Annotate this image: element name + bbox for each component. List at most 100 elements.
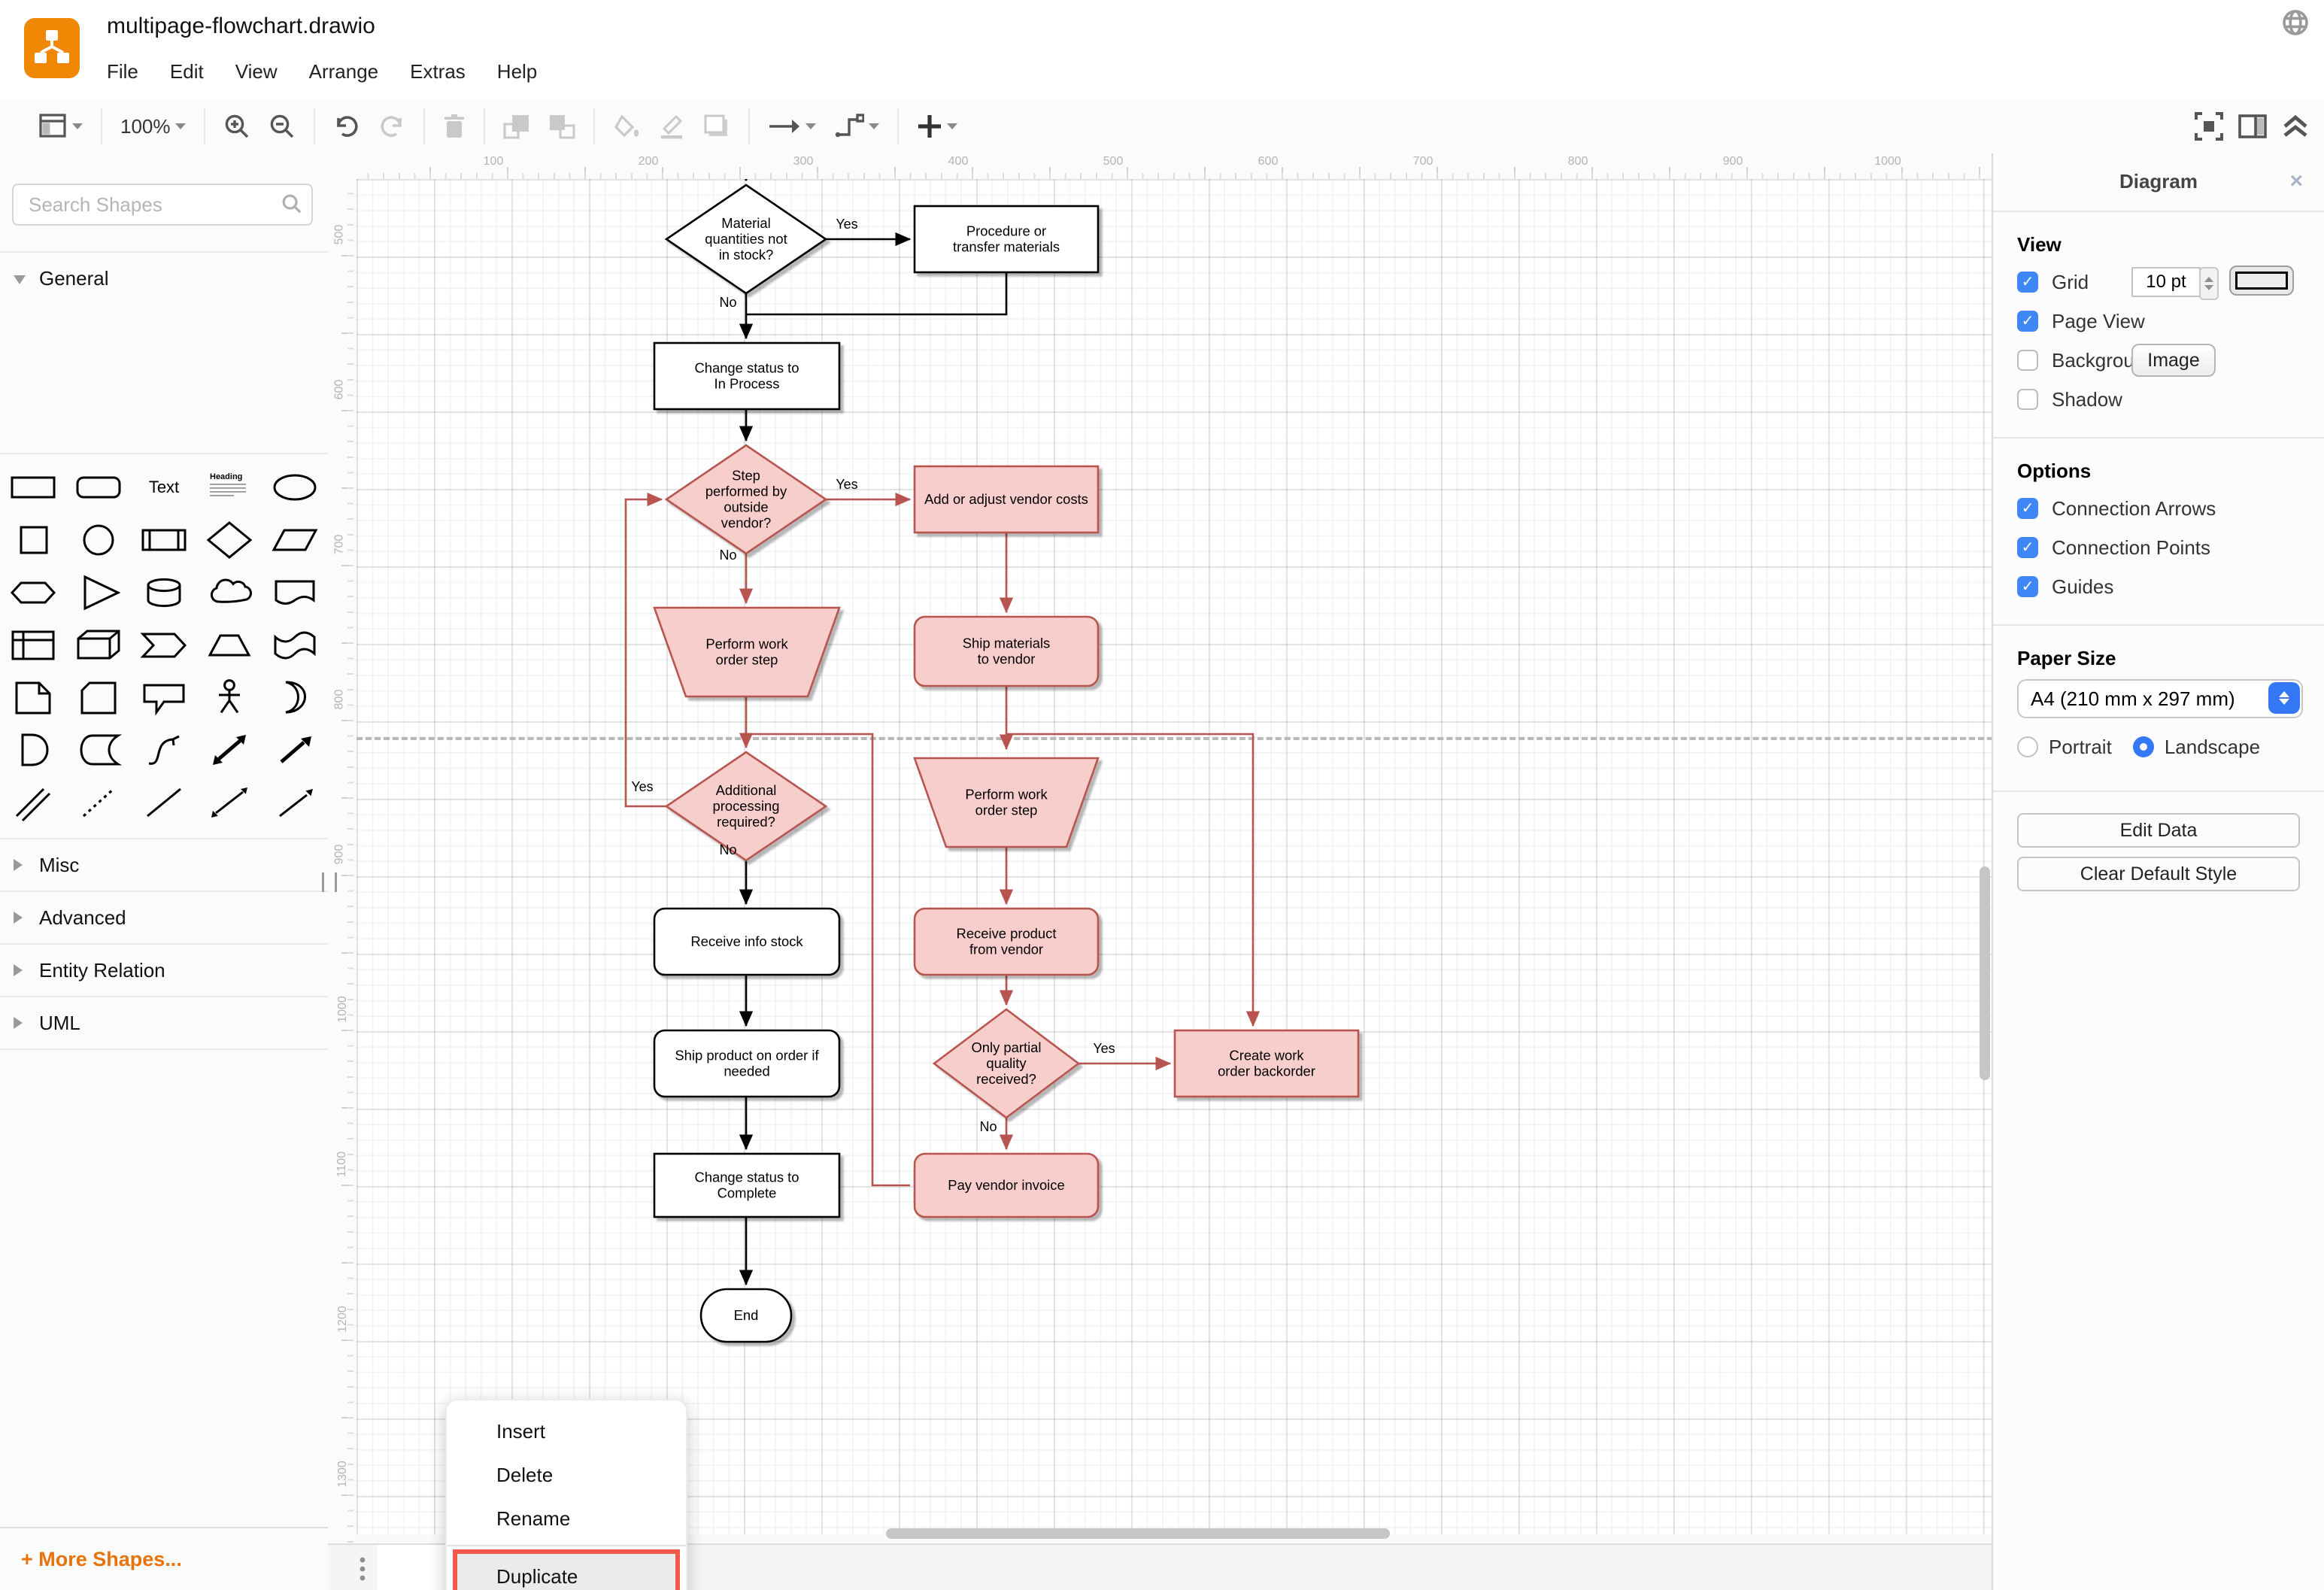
- shape-link[interactable]: .s{fill:#fff;stroke:#000;stroke-width:1.…: [8, 781, 59, 824]
- guides-checkbox[interactable]: ✓: [2017, 576, 2038, 597]
- pages-menu-icon[interactable]: [346, 1552, 379, 1585]
- shape-trapezoid[interactable]: .s{fill:#fff;stroke:#000;stroke-width:1.…: [204, 624, 255, 666]
- shape-dotted-line[interactable]: .s{fill:#fff;stroke:#000;stroke-width:1.…: [73, 781, 124, 824]
- shape-actor[interactable]: .s{fill:#fff;stroke:#000;stroke-width:1.…: [204, 676, 255, 718]
- undo-icon[interactable]: [333, 114, 360, 138]
- shape-rounded-rectangle[interactable]: .s{fill:#fff;stroke:#000;stroke-width:1.…: [73, 466, 124, 508]
- shape-cloud[interactable]: .s{fill:#fff;stroke:#000;stroke-width:1.…: [204, 571, 255, 613]
- shape-parallelogram[interactable]: .s{fill:#fff;stroke:#000;stroke-width:1.…: [269, 518, 320, 560]
- clear-default-style-button[interactable]: Clear Default Style: [2017, 857, 2300, 891]
- grid-size-input[interactable]: 10 pt: [2131, 267, 2201, 297]
- shape-ellipse[interactable]: .s{fill:#fff;stroke:#000;stroke-width:1.…: [269, 466, 320, 508]
- menu-help[interactable]: Help: [496, 60, 538, 83]
- context-menu-item-rename[interactable]: Rename: [496, 1507, 571, 1530]
- line-color-icon[interactable]: [658, 114, 685, 139]
- shape-cube[interactable]: .s{fill:#fff;stroke:#000;stroke-width:1.…: [73, 624, 124, 666]
- paper-size-select[interactable]: A4 (210 mm x 297 mm): [2017, 679, 2303, 718]
- vertical-scrollbar[interactable]: [1980, 866, 1990, 1080]
- more-shapes-button[interactable]: + More Shapes...: [0, 1527, 328, 1590]
- image-button[interactable]: Image: [2131, 344, 2216, 377]
- shape-bidirectional-arrow[interactable]: .s{fill:#fff;stroke:#000;stroke-width:1.…: [204, 729, 255, 771]
- shape-card[interactable]: .s{fill:#fff;stroke:#000;stroke-width:1.…: [73, 676, 124, 718]
- redo-icon[interactable]: [378, 114, 405, 138]
- to-front-icon[interactable]: [503, 114, 530, 139]
- shape-circle[interactable]: .s{fill:#fff;stroke:#000;stroke-width:1.…: [73, 518, 124, 560]
- flow-edge-9[interactable]: [746, 733, 910, 1187]
- zoom-level-button[interactable]: 100%: [120, 115, 186, 138]
- menu-extras[interactable]: Extras: [410, 60, 466, 83]
- context-menu-item-duplicate[interactable]: Duplicate: [453, 1549, 680, 1590]
- shape-directional-connector[interactable]: .s{fill:#fff;stroke:#000;stroke-width:1.…: [269, 781, 320, 824]
- zoom-out-icon[interactable]: [269, 113, 296, 140]
- shape-step[interactable]: .s{fill:#fff;stroke:#000;stroke-width:1.…: [138, 624, 190, 666]
- context-menu-item-insert[interactable]: Insert: [496, 1420, 546, 1443]
- shadow-checkbox[interactable]: [2017, 389, 2038, 410]
- connection-icon[interactable]: [768, 117, 816, 135]
- shape-internal-storage[interactable]: .s{fill:#fff;stroke:#000;stroke-width:1.…: [8, 624, 59, 666]
- menu-view[interactable]: View: [235, 60, 278, 83]
- delete-icon[interactable]: [443, 114, 466, 139]
- sidebar-section-general[interactable]: General: [0, 251, 328, 304]
- shape-process[interactable]: .s{fill:#fff;stroke:#000;stroke-width:1.…: [138, 518, 190, 560]
- flowchart-node-pay-invoice[interactable]: Pay vendor invoice: [913, 1152, 1100, 1218]
- shape-bidirectional-connector[interactable]: .s{fill:#fff;stroke:#000;stroke-width:1.…: [204, 781, 255, 824]
- shadow-icon[interactable]: [703, 114, 730, 139]
- horizontal-scrollbar[interactable]: [886, 1528, 1390, 1539]
- shape-hexagon[interactable]: .s{fill:#fff;stroke:#000;stroke-width:1.…: [8, 571, 59, 613]
- menu-arrange[interactable]: Arrange: [308, 60, 379, 83]
- close-icon[interactable]: ×: [2289, 168, 2303, 193]
- grid-size-stepper[interactable]: [2199, 267, 2219, 300]
- sidebar-section-advanced[interactable]: Advanced: [0, 891, 328, 943]
- shape-cylinder[interactable]: .s{fill:#fff;stroke:#000;stroke-width:1.…: [138, 571, 190, 613]
- connection-points-checkbox[interactable]: ✓: [2017, 537, 2038, 558]
- drawing-page[interactable]: [356, 179, 1993, 1534]
- context-menu-item-delete[interactable]: Delete: [496, 1464, 554, 1486]
- search-icon[interactable]: [281, 193, 302, 220]
- shape-document[interactable]: .s{fill:#fff;stroke:#000;stroke-width:1.…: [269, 571, 320, 613]
- page-view-checkbox[interactable]: ✓: [2017, 311, 2038, 332]
- waypoints-icon[interactable]: [834, 114, 879, 139]
- shape-and[interactable]: .s{fill:#fff;stroke:#000;stroke-width:1.…: [8, 729, 59, 771]
- sidebar-section-misc[interactable]: Misc: [0, 838, 328, 891]
- portrait-radio[interactable]: [2017, 736, 2038, 757]
- landscape-radio[interactable]: [2132, 736, 2154, 757]
- flow-edge-12[interactable]: [624, 492, 666, 808]
- shape-diamond[interactable]: .s{fill:#fff;stroke:#000;stroke-width:1.…: [204, 518, 255, 560]
- shape-arrow[interactable]: .s{fill:#fff;stroke:#000;stroke-width:1.…: [269, 729, 320, 771]
- sidebar-resize-grip[interactable]: [322, 872, 337, 892]
- collapse-icon[interactable]: [2282, 114, 2309, 138]
- shape-note[interactable]: .s{fill:#fff;stroke:#000;stroke-width:1.…: [8, 676, 59, 718]
- tab-diagram[interactable]: Diagram: [2119, 170, 2198, 193]
- menu-file[interactable]: File: [107, 60, 138, 83]
- menu-edit[interactable]: Edit: [169, 60, 204, 83]
- sidebar-section-entity-relation[interactable]: Entity Relation: [0, 943, 328, 996]
- fill-color-icon[interactable]: [613, 114, 640, 139]
- fit-page-icon[interactable]: [2195, 112, 2223, 141]
- shape-curve[interactable]: .s{fill:#fff;stroke:#000;stroke-width:1.…: [138, 729, 190, 771]
- flowchart-node-receive-info[interactable]: Receive info stock: [653, 907, 841, 976]
- to-back-icon[interactable]: [548, 114, 575, 139]
- edit-data-button[interactable]: Edit Data: [2017, 813, 2300, 848]
- background-checkbox[interactable]: [2017, 350, 2038, 371]
- zoom-in-icon[interactable]: [223, 113, 250, 140]
- flow-edge-3[interactable]: [746, 272, 1008, 316]
- insert-icon[interactable]: [917, 114, 957, 139]
- sidebar-section-uml[interactable]: UML: [0, 996, 328, 1048]
- flowchart-node-end[interactable]: End: [699, 1288, 793, 1343]
- flow-edge-11[interactable]: [1006, 733, 1261, 1027]
- shape-textbox[interactable]: .s{fill:#fff;stroke:#000;stroke-width:1.…: [204, 466, 255, 508]
- flowchart-node-vendor-costs[interactable]: Add or adjust vendor costs: [913, 465, 1100, 534]
